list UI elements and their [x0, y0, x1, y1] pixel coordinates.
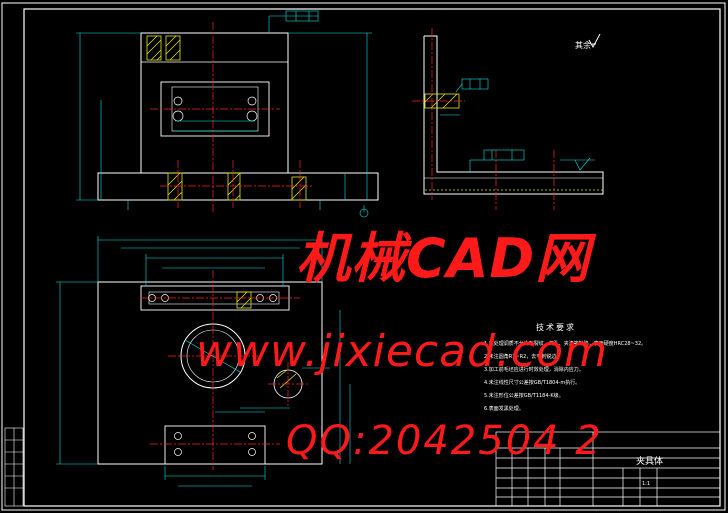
front-view [76, 10, 379, 218]
top-view [56, 236, 351, 487]
part-name: 夹具体 [636, 455, 663, 467]
tech-requirements: 技术要求 1.热处理调质不允许有裂纹、气孔、夹渣等缺陷，表面硬度HRC28~32… [484, 322, 646, 412]
side-view: 其余 [412, 28, 604, 210]
requirement-line: 2.未注圆角R1~R2，去毛刺锐边。 [484, 353, 561, 360]
drawing-scale: 1:1 [642, 481, 650, 487]
requirement-line: 1.热处理调质不允许有裂纹、气孔、夹渣等缺陷，表面硬度HRC28~32。 [484, 340, 646, 347]
requirement-line: 3.加工前毛坯应进行时效处理，消除内应力。 [484, 366, 584, 373]
requirement-line: 6.表面发黑处理。 [484, 405, 524, 412]
roughness-symbol-icon [588, 33, 601, 49]
watermark-brand: 机械CAD网 [296, 227, 591, 290]
requirement-line: 4.未注线性尺寸公差按GB/T1804-m执行。 [484, 379, 580, 386]
watermark-qq: QQ:2042504 2 [286, 418, 603, 464]
tech-requirements-title: 技术要求 [536, 322, 576, 332]
watermark-url: www.jixiecad.com [196, 326, 608, 377]
requirement-line: 5.未注形位公差按GB/T1184-K级。 [484, 392, 564, 399]
title-block: 夹具体 1:1 [495, 431, 721, 507]
binding-strip [4, 427, 24, 507]
inner-border [23, 8, 721, 507]
surface-finish-note: 其余 [575, 40, 591, 50]
